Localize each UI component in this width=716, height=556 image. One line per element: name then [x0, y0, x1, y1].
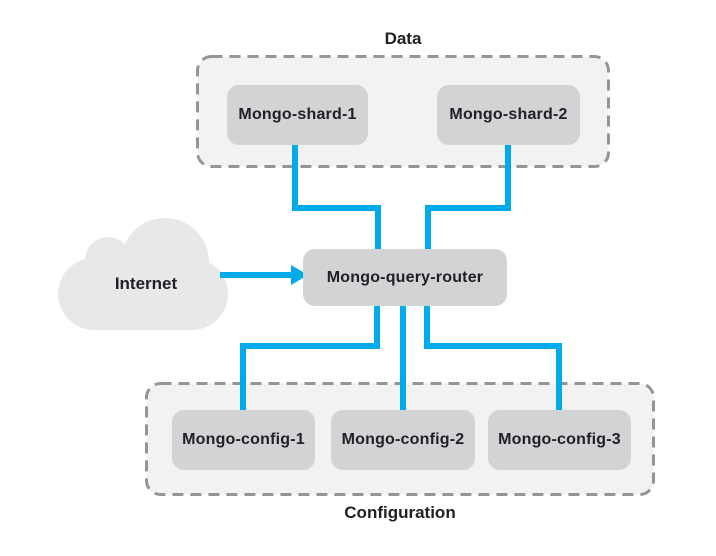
node-mongo-config-3: Mongo-config-3	[488, 410, 631, 470]
node-mongo-shard-2-label: Mongo-shard-2	[449, 106, 568, 123]
node-mongo-config-1-label: Mongo-config-1	[182, 431, 305, 448]
node-mongo-shard-1: Mongo-shard-1	[227, 85, 368, 145]
arrow-head-icon	[291, 265, 308, 285]
connector-router-config3	[424, 306, 562, 410]
internet-label: Internet	[114, 274, 178, 293]
node-mongo-query-router: Mongo-query-router	[303, 249, 507, 306]
arrow-internet-router	[220, 265, 308, 285]
connector-shard2-router	[425, 145, 511, 249]
cloud-icon	[58, 218, 228, 330]
cloud-body	[58, 258, 228, 330]
group-data-label: Data	[384, 29, 422, 48]
node-mongo-config-1: Mongo-config-1	[172, 410, 315, 470]
node-mongo-config-3-label: Mongo-config-3	[498, 431, 621, 448]
node-mongo-shard-1-label: Mongo-shard-1	[238, 106, 357, 123]
node-mongo-config-2-label: Mongo-config-2	[341, 431, 465, 448]
connector-shard1-router	[292, 145, 381, 249]
node-mongo-config-2: Mongo-config-2	[331, 410, 475, 470]
node-mongo-shard-2: Mongo-shard-2	[437, 85, 580, 145]
node-mongo-query-router-label: Mongo-query-router	[326, 268, 484, 286]
connector-router-config1	[240, 306, 380, 410]
group-configuration-label: Configuration	[344, 503, 456, 522]
